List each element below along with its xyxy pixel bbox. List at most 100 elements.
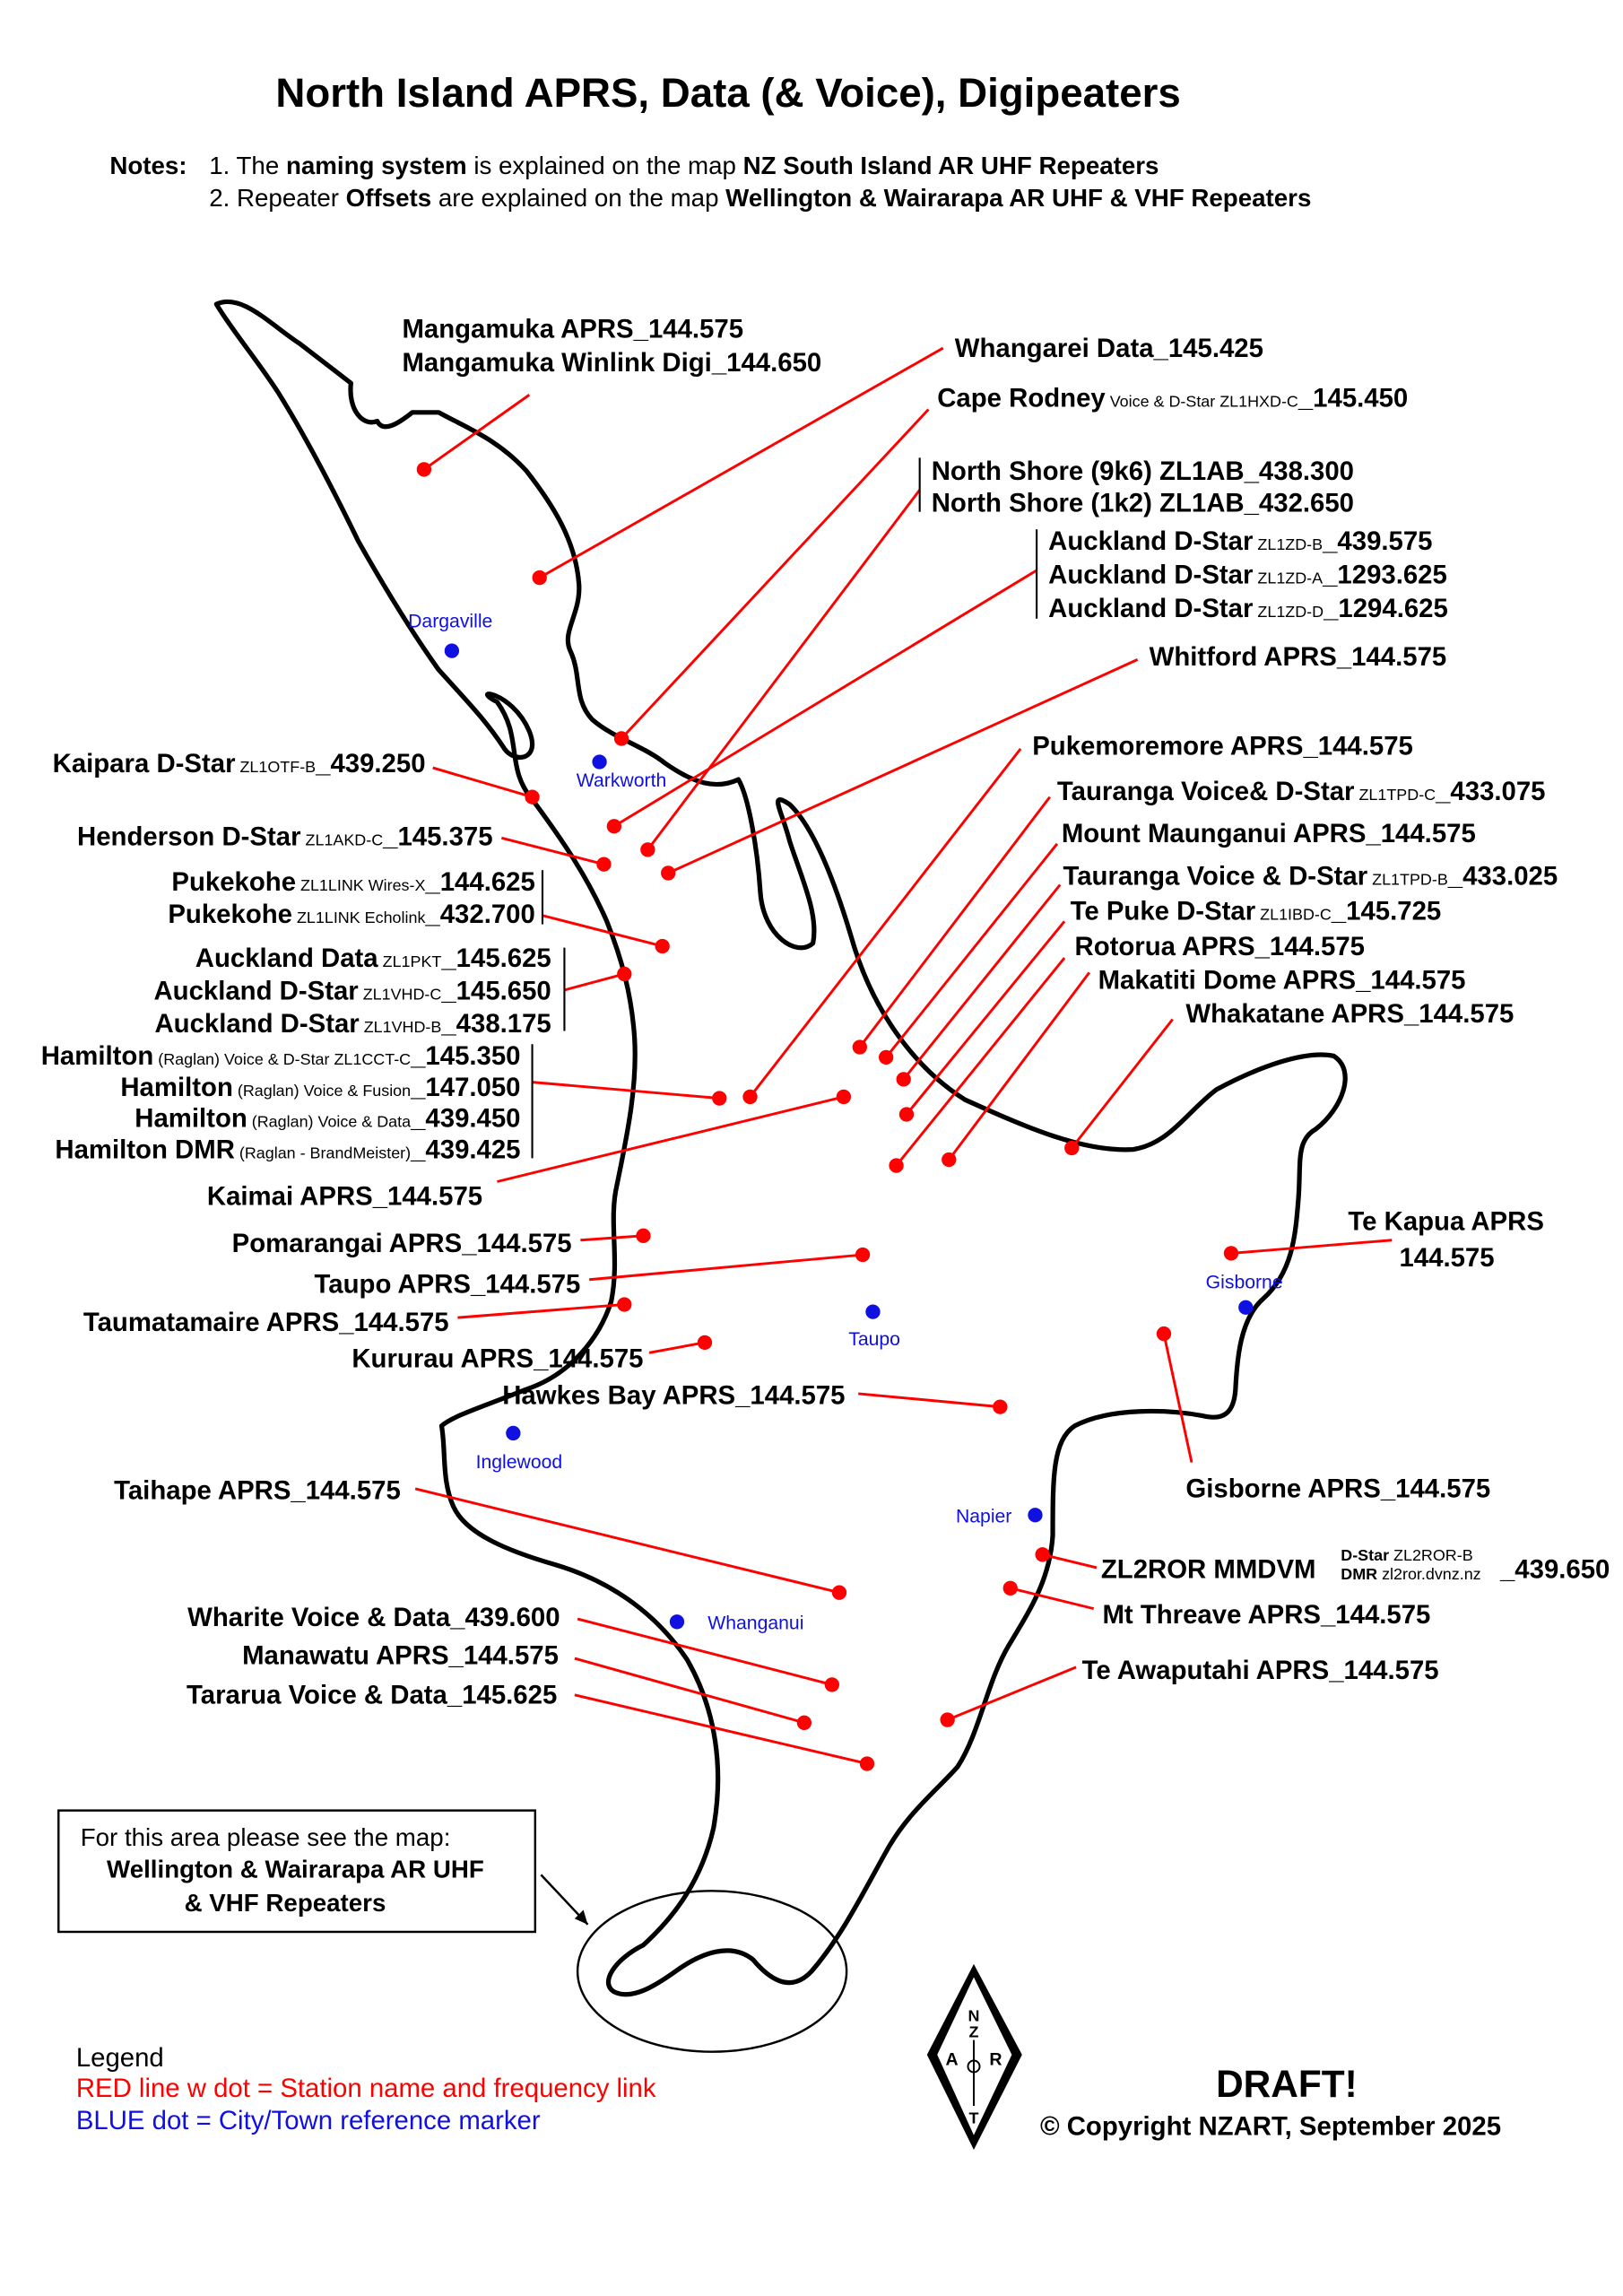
station-name: Hamilton [41,1041,154,1071]
station-label: Auckland D-Star ZL1VHD-B_438.175 [154,1009,551,1039]
station-name: Kaimai APRS [207,1182,373,1212]
station-frequency: _438.175 [440,1009,551,1039]
station-name: Te Kapua APRS [1348,1206,1544,1236]
link-line [905,920,1066,1116]
station-dot [416,462,432,477]
station-frequency: _147.050 [410,1073,520,1102]
station-frequency: _438.300 [1244,457,1354,486]
station-15: Henderson D-Star ZL1AKD-C_145.375 [77,822,492,851]
station-label: Mt Threave APRS_144.575 [1102,1600,1430,1630]
station-28: Tararua Voice & Data_145.625 [187,1681,557,1710]
station-dot [742,1089,758,1105]
station-detail: (Raglan) Voice & D-Star ZL1CCT-C [153,1050,411,1068]
station-name: Te Puke D-Star [1071,897,1256,926]
station-name: Auckland D-Star [1048,561,1253,590]
station-frequency: _144.575 [338,1308,448,1337]
station-label: Whakatane APRS_144.575 [1185,999,1514,1029]
station-frequency: _439.450 [410,1104,520,1134]
station-dot [859,1756,875,1771]
link-line [858,1392,1001,1409]
station-dot [855,1247,871,1263]
station-name: Tauranga Voice& D-Star [1057,777,1355,806]
station-label: Tauranga Voice& D-Star ZL1TPD-C_433.075 [1057,777,1546,806]
city-dot [669,1614,685,1630]
city-label: Napier [956,1506,1011,1526]
station-frequency: _145.625 [447,1681,557,1710]
station-dot [636,1228,651,1243]
station-dot [532,570,547,586]
station-frequency: _1293.625 [1322,561,1447,590]
station-label: Hamilton (Raglan) Voice & Data_439.450 [135,1104,520,1134]
station-20: Pomarangai APRS_144.575 [232,1229,572,1258]
link-line [613,569,1037,828]
station-dot [617,966,632,982]
link-line [648,1341,706,1354]
svg-text:R: R [989,2049,1002,2069]
station-detail: ZL1LINK Echolink [292,909,425,926]
station-23: Kururau APRS_144.575 [352,1344,643,1374]
link-line [1230,1239,1393,1255]
station-name: Mount Maunganui APRS [1062,819,1367,848]
station-name: ZL2ROR MMDVM [1101,1554,1316,1584]
station-frequency: _144.575 [633,315,743,344]
station-label: Henderson D-Star ZL1AKD-C_145.375 [77,822,492,851]
station-name: Pukekohe [168,900,292,929]
station-detail: ZL1ZD-A [1253,570,1323,587]
station-detail: (Raglan) Voice & Data [247,1113,411,1131]
station-dot [889,1158,904,1173]
city-label: Inglewood [476,1452,563,1473]
city-dot [444,643,460,658]
station-frequency: _439.425 [410,1135,520,1164]
link-line [647,489,921,851]
station-detail: ZL1PKT [378,952,442,970]
link-line [574,1693,868,1765]
station-30: Gisborne APRS_144.575 [1185,1474,1490,1504]
station-label: Taupo APRS_144.575 [315,1269,581,1299]
city-label: Gisborne [1206,1273,1283,1293]
station-name: Cape Rodney [937,383,1106,413]
station-name: Whakatane APRS [1185,999,1404,1029]
station-detail: ZL1ZD-B [1253,535,1323,553]
station-name: Hamilton [135,1104,247,1134]
station-frequency: _439.650 [1499,1554,1610,1584]
station-label: Kaipara D-Star ZL1OTF-B_439.250 [53,749,426,778]
station-frequency: _144.575 [1302,731,1412,761]
link-line [497,1095,845,1183]
station-name: North Shore (9k6) ZL1AB [932,457,1245,486]
station-frequency: _144.575 [1380,1474,1490,1504]
station-frequency: _144.575 [1336,642,1446,672]
station-4: Auckland D-Star ZL1ZD-B_439.575Auckland … [1036,526,1448,623]
station-1: Whangarei Data_145.425 [955,334,1263,363]
city-dot [1238,1300,1254,1315]
copyright: © Copyright NZART, September 2025 [1040,2112,1501,2142]
station-16: Pukekohe ZL1LINK Wires-X_144.625Pukekohe… [168,867,544,929]
station-detail: ZL1AKD-C [301,831,384,848]
draft-label: DRAFT! [1216,2063,1358,2105]
station-name: Te Awaputahi APRS [1082,1656,1330,1685]
station-label: Tararua Voice & Data_145.625 [187,1681,557,1710]
station-label: ZL2ROR MMDVM [1101,1554,1316,1584]
station-label: Gisborne APRS_144.575 [1185,1474,1490,1504]
wellington-area-ellipse [576,1890,848,2053]
link-line [1010,1587,1095,1611]
station-frequency: _144.625 [424,867,534,897]
link-line [947,1665,1077,1721]
station-21: Taupo APRS_144.575 [315,1269,581,1299]
station-name: Auckland D-Star [1048,594,1253,623]
station-11: Rotorua APRS_144.575 [1075,932,1365,961]
link-line [1162,1333,1193,1463]
link-line [1042,1552,1098,1570]
station-detail: ZL1TPD-B [1367,870,1448,888]
station-frequency: _145.375 [382,822,492,851]
station-dot [712,1091,727,1106]
station-frequency: _433.025 [1447,861,1558,891]
station-18: Hamilton (Raglan) Voice & D-Star ZL1CCT-… [41,1041,534,1164]
station-dot [796,1715,812,1730]
station-name: Taihape APRS [114,1475,291,1505]
station-8: Mount Maunganui APRS_144.575 [1062,819,1476,848]
station-frequency: _432.700 [424,900,534,929]
